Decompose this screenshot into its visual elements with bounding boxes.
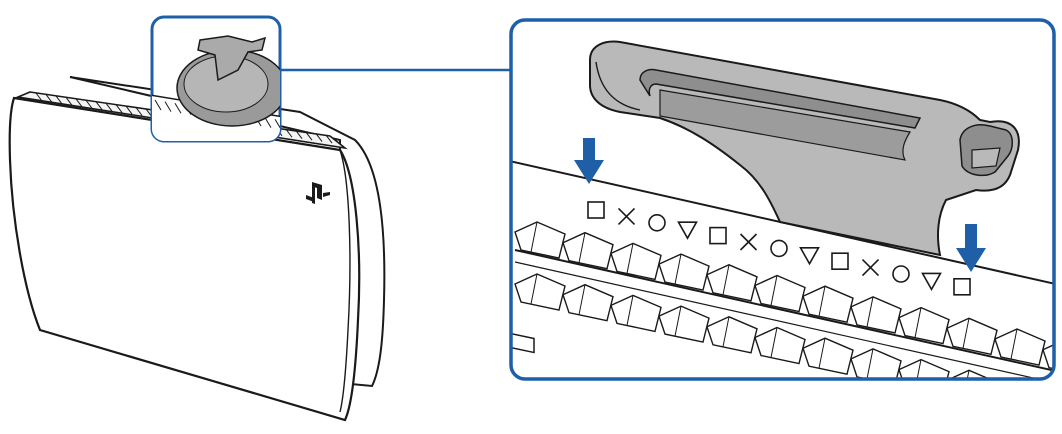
square-symbol-icon [831,252,849,270]
vent-fin [706,316,758,354]
vent-fin [1043,392,1062,428]
vent-fin [802,337,854,376]
vent-fin [995,381,1045,417]
insert-arrow-left-icon [574,138,604,184]
circle-symbol-icon [648,214,666,232]
vent-fin [946,369,998,379]
vent-fins [514,221,1062,428]
playstation-logo-icon [306,182,330,204]
vent-fin [514,221,566,259]
insert-arrow-right-icon [956,224,986,272]
vent-fin [706,264,758,302]
cross-symbol-icon [617,207,636,225]
triangle-symbol-icon [921,272,942,292]
vent-fin [658,305,710,343]
vent-fin [802,285,854,324]
vertical-stand [589,40,1020,257]
vent-fin [658,253,710,291]
vent-fin [1042,338,1054,377]
vent-fin [514,273,566,311]
button-symbol-row [587,201,971,296]
square-symbol-icon [709,226,727,245]
cross-symbol-icon [861,259,880,277]
cross-symbol-icon [739,233,758,251]
square-symbol-icon [587,201,605,219]
zoomed-stand-view [509,18,1062,428]
vent-fin [610,294,662,333]
stand-detail-callout [150,15,282,143]
circle-symbol-icon [770,239,788,258]
vent-fin [562,283,614,322]
triangle-symbol-icon [677,221,698,240]
vent-fin [850,296,902,334]
vent-fin [754,274,806,313]
vent-fin [946,317,998,356]
vent-fin [898,306,950,345]
vent-fin [850,348,902,379]
vent-fin [754,326,806,365]
circle-symbol-icon [892,265,910,283]
triangle-symbol-icon [799,247,820,266]
vent-fin [994,328,1046,366]
square-symbol-icon [953,277,971,296]
vent-fin [562,231,614,270]
vent-fin [610,242,662,281]
